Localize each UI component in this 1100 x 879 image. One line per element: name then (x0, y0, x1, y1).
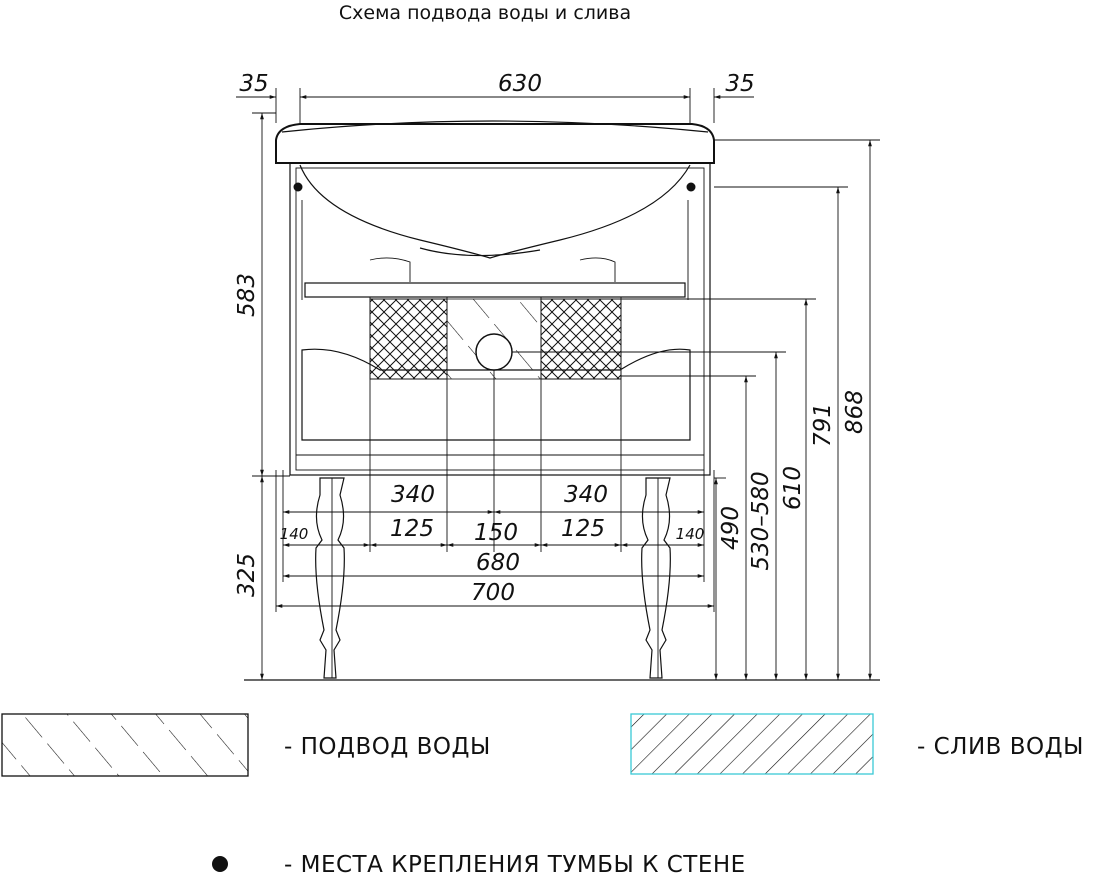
mount-point-left (293, 182, 303, 192)
dim-height-530-580: 530–580 (748, 471, 774, 570)
mount-point-right (686, 182, 696, 192)
legend-drain-label: - СЛИВ ВОДЫ (917, 734, 1084, 760)
water-supply-zone-right (540, 298, 622, 380)
legend-water-supply-label: - ПОДВОД ВОДЫ (284, 734, 491, 760)
right-dimensions (512, 139, 880, 680)
dim-total-width: 700 (471, 580, 515, 606)
legend: - ПОДВОД ВОДЫ - СЛИВ ВОДЫ - МЕСТА КРЕПЛЕ… (1, 713, 1084, 878)
dim-edge-right: 140 (676, 525, 705, 543)
dim-edge-left: 140 (280, 525, 309, 543)
cabinet-leg-left (315, 477, 345, 679)
dim-right-offset: 125 (561, 516, 605, 542)
dim-center-gap: 150 (474, 520, 518, 546)
dim-height-610: 610 (780, 466, 806, 510)
dim-height-490: 490 (718, 506, 744, 550)
water-supply-zone-left (369, 298, 448, 380)
drain-hole (475, 333, 513, 371)
legend-water-supply-swatch (1, 713, 249, 777)
dim-left-lower-height: 325 (234, 553, 260, 597)
drawing-title: Схема подвода воды и слива (339, 2, 631, 24)
dim-right-supply-width: 340 (564, 482, 608, 508)
legend-drain-swatch (630, 713, 874, 775)
top-dimensions (236, 88, 754, 123)
dim-height-868: 868 (842, 390, 868, 434)
vanity-cabinet (275, 120, 715, 476)
dim-top-width: 630 (498, 71, 542, 97)
legend-mounting-dot (212, 856, 228, 872)
dim-top-right-margin: 35 (725, 71, 754, 97)
cabinet-leg-right (641, 477, 671, 679)
dim-left-upper-height: 583 (234, 273, 260, 317)
dim-top-left-margin: 35 (239, 71, 268, 97)
dim-inner-width: 680 (476, 550, 520, 576)
legend-mounting-label: - МЕСТА КРЕПЛЕНИЯ ТУМБЫ К СТЕНЕ (284, 852, 746, 875)
dim-height-791: 791 (810, 403, 836, 447)
dim-left-supply-width: 340 (391, 482, 435, 508)
bottom-dimensions (275, 297, 715, 612)
dim-left-offset: 125 (390, 516, 434, 542)
left-dimensions (252, 112, 290, 680)
